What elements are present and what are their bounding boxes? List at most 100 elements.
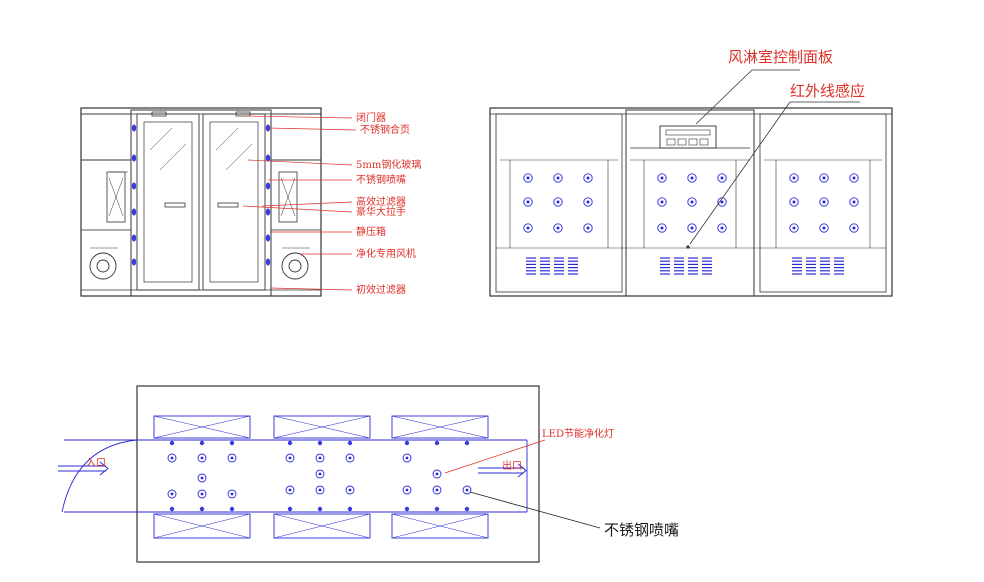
side-nozzle-core xyxy=(792,226,796,230)
filter-box-cross xyxy=(273,415,371,439)
sensor-label: 红外线感应 xyxy=(790,82,865,100)
side-nozzle-core xyxy=(690,200,694,204)
top-nozzle-12 xyxy=(285,485,295,495)
right-door-closer xyxy=(235,111,251,117)
side-nozzle-1-2-2 xyxy=(553,197,563,207)
front-label-6: 豪华大拉手 xyxy=(356,205,406,218)
front-label-2: 不锈钢合页 xyxy=(360,123,410,136)
control-button-2 xyxy=(677,138,687,146)
side-nozzle-core xyxy=(526,200,530,204)
side-nozzle-core xyxy=(660,200,664,204)
front-leader-5 xyxy=(261,201,353,207)
filter-box-1-bottom xyxy=(153,513,251,539)
side-center-module xyxy=(625,109,755,297)
top-outer-frame xyxy=(136,385,540,563)
front-nozzle-left-2 xyxy=(131,154,137,162)
front-nozzle-left-1 xyxy=(131,124,137,132)
right-glass xyxy=(209,121,259,283)
front-nozzle-right-6 xyxy=(265,258,271,266)
exit-label: 出口 xyxy=(502,459,522,472)
side-nozzle-core xyxy=(556,200,560,204)
sensor-leader xyxy=(689,101,791,245)
side-nozzle-3-1-2 xyxy=(819,173,829,183)
side-nozzle-3-3-1 xyxy=(789,223,799,233)
top-nozzle-19-core xyxy=(465,488,469,492)
top-nozzle-1 xyxy=(167,453,177,463)
top-nozzle-7 xyxy=(227,489,237,499)
front-outer-frame xyxy=(80,107,322,297)
top-nozzle-11 xyxy=(315,469,325,479)
front-label-8: 净化专用风机 xyxy=(356,247,416,260)
led-light-top-1-3 xyxy=(229,440,235,446)
top-nozzle-19 xyxy=(462,485,472,495)
left-handle xyxy=(164,202,186,208)
side-nozzles xyxy=(523,173,859,233)
top-nozzle-12-core xyxy=(288,488,292,492)
top-nozzle-2 xyxy=(197,453,207,463)
front-nozzle-left-4 xyxy=(131,208,137,216)
led-light-top-3-3 xyxy=(464,440,470,446)
ir-sensor xyxy=(686,245,690,249)
panel-label: 风淋室控制面板 xyxy=(728,48,833,66)
side-nozzle-1-1-3 xyxy=(583,173,593,183)
top-nozzle-10-core xyxy=(348,456,352,460)
control-button-4 xyxy=(699,138,709,146)
led-light-bottom-2-3 xyxy=(347,506,353,512)
filter-box-cross xyxy=(153,415,251,439)
left-door xyxy=(136,113,200,291)
top-nozzle-8 xyxy=(285,453,295,463)
side-nozzle-3-2-1 xyxy=(789,197,799,207)
front-nozzle-right-5 xyxy=(265,234,271,242)
front-nozzles xyxy=(131,124,271,266)
side-nozzle-1-3-2 xyxy=(553,223,563,233)
side-nozzle-1-1-1 xyxy=(523,173,533,183)
top-nozzle-16 xyxy=(432,469,442,479)
top-nozzle-17-core xyxy=(405,488,409,492)
side-nozzle-core xyxy=(690,176,694,180)
top-nozzle-9-core xyxy=(318,456,322,460)
side-nozzle-3-3-3 xyxy=(849,223,859,233)
right-hepa-box xyxy=(270,159,322,231)
led-light-bottom-2-1 xyxy=(287,506,293,512)
side-nozzle-core xyxy=(690,226,694,230)
side-nozzle-2-3-3 xyxy=(717,223,727,233)
side-nozzle-core xyxy=(586,200,590,204)
exit-arrow xyxy=(478,463,527,478)
led-light-bottom-2-2 xyxy=(317,506,323,512)
left-hepa-filter xyxy=(106,171,126,223)
side-nozzle-3-2-3 xyxy=(849,197,859,207)
top-nozzle-7-core xyxy=(230,492,234,496)
filter-box-cross xyxy=(273,513,371,539)
filter-boxes xyxy=(153,415,489,539)
left-door-closer xyxy=(151,111,167,117)
top-nozzle-13-core xyxy=(318,488,322,492)
entry-arrow xyxy=(58,461,109,476)
front-label-9: 初效过滤器 xyxy=(356,283,406,296)
right-door xyxy=(202,113,266,291)
top-nozzle-6 xyxy=(197,489,207,499)
side-nozzle-2-3-2 xyxy=(687,223,697,233)
front-leader-3 xyxy=(247,159,353,166)
top-nozzle-11-core xyxy=(318,472,322,476)
top-nozzle-18 xyxy=(432,485,442,495)
door-frame xyxy=(130,109,272,297)
side-nozzle-core xyxy=(822,200,826,204)
entry-door-swing xyxy=(61,439,138,513)
side-left-module xyxy=(495,113,623,293)
side-nozzle-core xyxy=(586,176,590,180)
top-nozzle-5-core xyxy=(170,492,174,496)
front-leader-9 xyxy=(269,287,353,291)
front-label-7: 静压箱 xyxy=(356,225,386,238)
side-vents xyxy=(526,257,844,275)
top-nozzle-5 xyxy=(167,489,177,499)
side-nozzle-core xyxy=(586,226,590,230)
left-glass xyxy=(143,121,193,283)
front-label-5: 高效过滤器 xyxy=(356,195,406,208)
front-nozzle-right-2 xyxy=(265,154,271,162)
left-hepa-box xyxy=(80,159,132,231)
filter-box-2-top xyxy=(273,415,371,439)
filter-box-cross xyxy=(153,513,251,539)
led-light-bottom-3-2 xyxy=(434,506,440,512)
right-hepa-filter xyxy=(278,171,298,223)
top-nozzle-3 xyxy=(227,453,237,463)
